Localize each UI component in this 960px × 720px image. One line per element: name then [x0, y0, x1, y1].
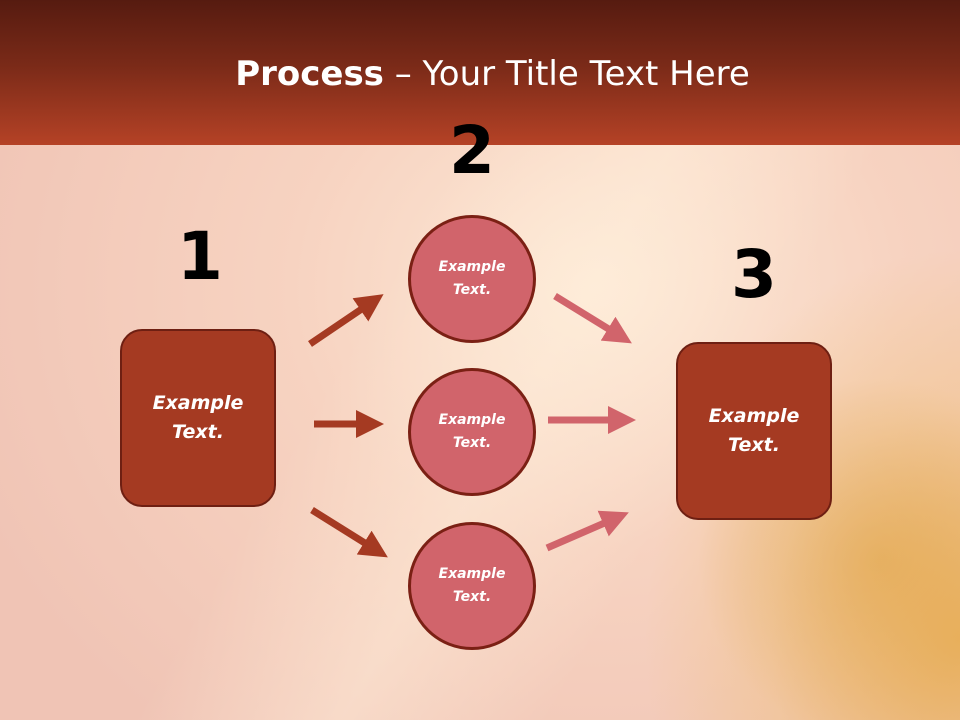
step-3-box: Example Text.	[676, 342, 832, 520]
step-number-3: 3	[731, 236, 777, 313]
title-rest: – Your Title Text Here	[383, 54, 750, 94]
step-2-circle-top-text: Example Text.	[438, 259, 506, 298]
title-bold: Process	[235, 54, 384, 94]
arrow-1-to-bottom	[310, 507, 388, 558]
step-2-circle-top: Example Text.	[408, 215, 536, 343]
slide-title: Process – Your Title Text Here	[0, 52, 960, 96]
step-2-circle-bottom-text: Example Text.	[438, 566, 506, 605]
step-2-circle-middle-text: Example Text.	[438, 412, 506, 451]
step-3-text: Example Text.	[708, 405, 800, 456]
title-bar	[0, 0, 960, 145]
step-2-circle-middle: Example Text.	[408, 368, 536, 496]
arrow-1-to-top	[308, 294, 384, 347]
step-2-circle-bottom: Example Text.	[408, 522, 536, 650]
arrow-bottom-to-3	[545, 510, 629, 552]
step-1-text: Example Text.	[152, 392, 244, 443]
arrow-top-to-3	[553, 293, 632, 344]
step-number-1: 1	[177, 218, 223, 295]
step-number-2: 2	[449, 112, 495, 189]
step-1-box: Example Text.	[120, 329, 276, 507]
